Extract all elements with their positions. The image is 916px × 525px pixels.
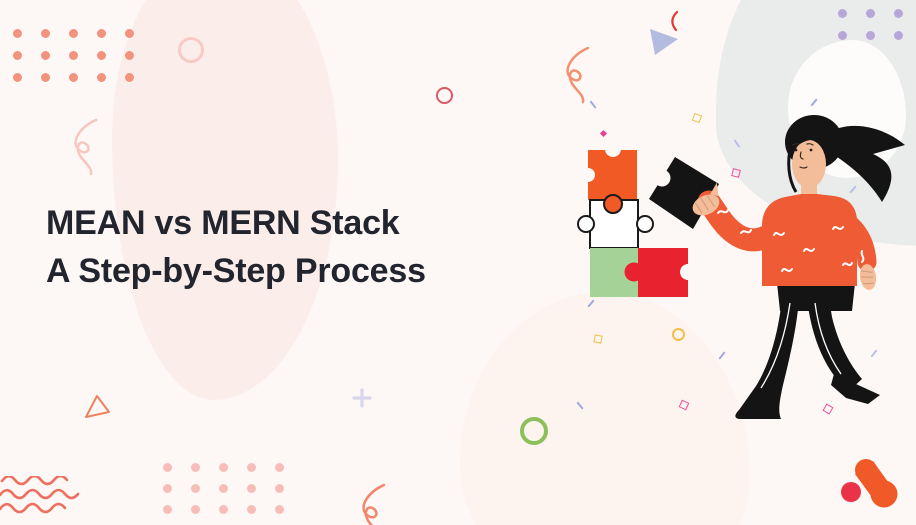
brand-logo-icon [841,459,898,508]
triangle-outline-icon [85,395,110,418]
puzzle-notch [653,169,671,187]
puzzle-pieces [577,141,719,297]
puzzle-piece-orange [588,150,637,200]
face [792,140,826,188]
sweater-torso [762,194,857,286]
curl-squiggle-icon [362,483,386,525]
ring-icon-red [436,87,453,104]
puzzle-tab-white [577,215,595,233]
right-boot [831,374,880,404]
ring-icon-pink [178,37,204,63]
triangle-solid-icon [650,29,678,55]
curl-squiggle-icon [74,118,98,176]
title-line-1: MEAN vs MERN Stack [46,204,400,242]
puzzle-tab-orange [603,194,623,214]
puzzle-woman-illustration [577,115,905,419]
title-line-2: A Step-by-Step Process [46,252,426,291]
logo-circle-large [870,480,898,508]
ponytail-hair [836,125,905,202]
hair-sideburn [787,144,798,193]
ring-icon-green [520,417,548,445]
wavy-lines-icon [0,476,80,514]
puzzle-notch [680,264,696,280]
left-hand [692,182,720,216]
left-leg [735,299,799,419]
plus-icon [352,388,372,408]
puzzle-tab-red [624,262,644,282]
woman-figure [692,115,905,419]
puzzle-tab-white [636,215,654,233]
page-title: MEAN vs MERN Stack A Step-by-Step Proces… [46,199,566,296]
left-arm-sleeve [697,190,783,252]
right-leg [807,299,862,390]
logo-circle-red [841,482,861,502]
face-features [792,143,814,169]
dot-grid-top-right [838,9,916,53]
right-hand [859,264,877,290]
dot-grid-bottom-left [163,463,303,525]
right-arm-sleeve [837,212,877,272]
hair-fringe [789,118,841,157]
puzzle-notch [581,168,595,182]
logo-circle-small [855,459,877,481]
puzzle-notch [605,141,621,157]
pants-seam [760,302,791,389]
pants-seam [814,302,842,375]
puzzle-piece-red [638,248,688,297]
dot-grid-top-left [13,29,153,95]
sweater-squiggles [717,209,865,272]
red-arc-icon [671,10,679,32]
